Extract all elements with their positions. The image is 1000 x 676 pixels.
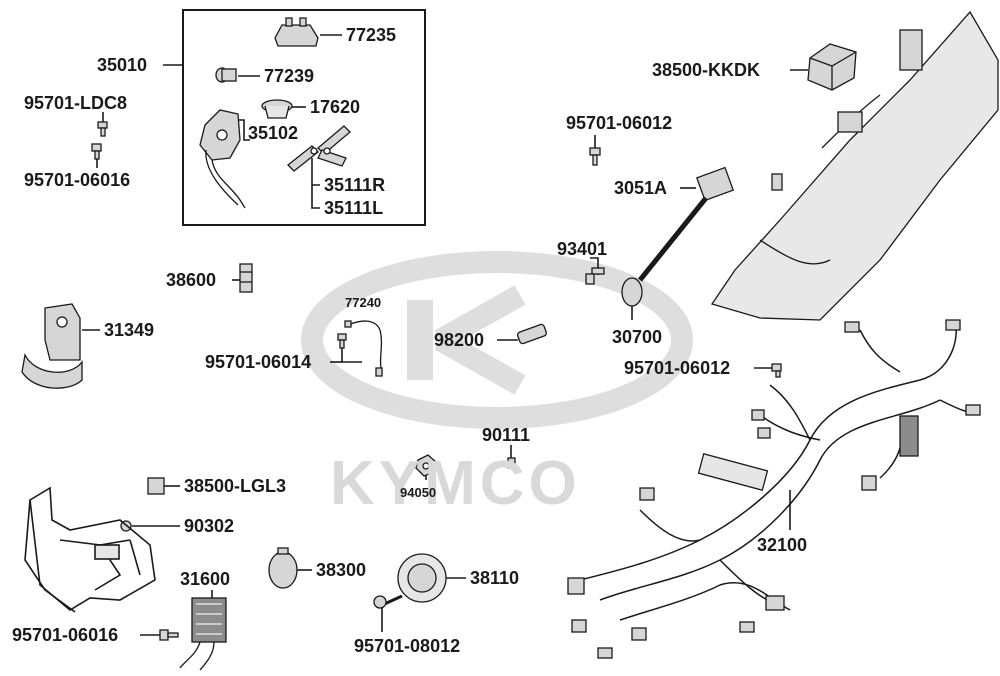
screw-06014-icon [337,333,347,349]
cap-icon [261,99,293,119]
connector-38600-icon [239,263,253,293]
label-38110: 38110 [470,568,520,588]
speedometer-cable-icon [621,166,735,307]
label-95701-06014: 95701-06014 [205,352,312,372]
label-95701-06016-top: 95701-06016 [24,170,131,190]
screw-90111-icon [507,457,516,469]
screw-08012-icon [373,595,387,609]
label-3051a: 3051A [614,178,668,198]
label-35111r: 35111R [324,175,386,195]
ignition-group-box [182,9,426,226]
label-95701-08012: 95701-08012 [354,636,461,656]
label-94050: 94050 [400,485,437,500]
wire-77240-icon [344,320,383,377]
screw-06016-top-icon [91,143,102,160]
steering-frame-icon [710,10,999,321]
label-17620: 17620 [310,97,361,117]
fuse-icon [516,323,548,345]
label-77240: 77240 [345,295,382,310]
label-38600: 38600 [166,270,217,290]
label-95701-06012-mid: 95701-06012 [624,358,731,378]
label-95701-ldc8: 95701-LDC8 [24,93,128,113]
label-77235: 77235 [346,25,397,45]
label-35102: 35102 [248,123,299,143]
part-drawings [21,10,999,671]
harness-connectors-icon [567,319,981,659]
label-93401: 93401 [557,239,608,259]
regulator-icon [179,597,227,671]
label-38500-lgl3: 38500-LGL3 [184,476,287,496]
relay-kkdk-icon [807,43,857,91]
label-90111: 90111 [482,425,531,445]
nut-94050-icon [415,454,437,477]
bracket-31349-icon [21,303,83,389]
screw-93401-icon [585,267,605,285]
screw-06012-mid-icon [771,363,782,378]
label-35111l: 35111L [324,198,384,218]
relay-bracket-icon [274,17,319,47]
label-77239: 77239 [264,66,315,86]
key-left-icon [317,125,351,167]
watermark-brand-text: KYMCO [330,449,581,518]
wire-harness-icon [579,319,981,621]
ignition-switch-icon [199,109,246,209]
lock-cylinder-icon [215,67,237,83]
label-38300: 38300 [316,560,367,580]
label-38500-kkdk: 38500-KKDK [652,60,761,80]
label-32100: 32100 [757,535,808,555]
label-90302: 90302 [184,516,235,536]
screw-06016-bottom-icon [159,629,179,641]
kymco-watermark-logo [301,251,693,429]
label-95701-06012-top: 95701-06012 [566,113,673,133]
label-31600: 31600 [180,569,231,589]
label-30700: 30700 [612,327,663,347]
frame-icon [24,486,156,613]
screw-06012-top-icon [589,147,601,166]
key-right-icon [287,145,319,172]
screw-ldc8-icon [97,121,108,137]
label-35010: 35010 [97,55,148,75]
flasher-relay-icon [268,547,298,589]
label-95701-06016-bottom: 95701-06016 [12,625,119,645]
label-31349: 31349 [104,320,155,340]
relay-lgl3-icon [147,477,165,495]
horn-icon [379,553,447,608]
label-98200: 98200 [434,330,485,350]
